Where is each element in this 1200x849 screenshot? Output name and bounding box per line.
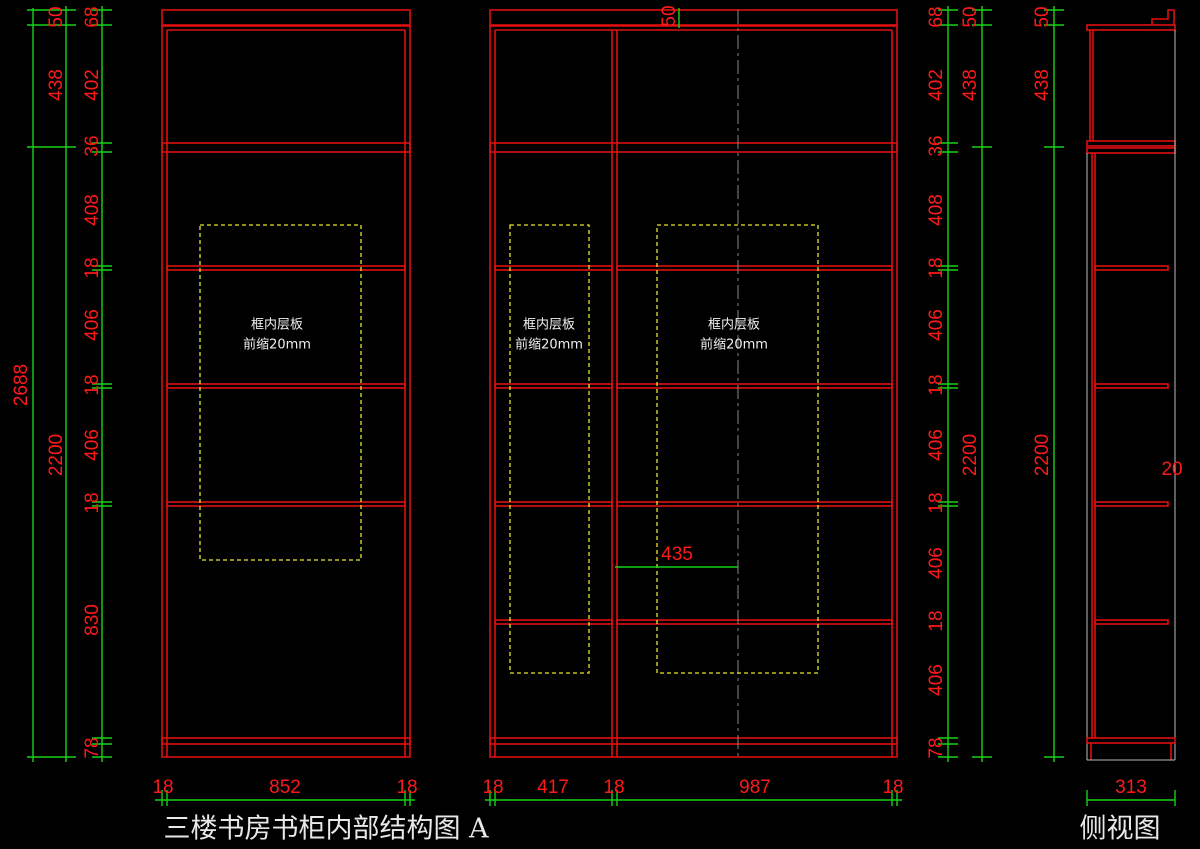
dimension-label: 438: [960, 69, 981, 101]
dimension-label: 18: [882, 777, 903, 798]
dimension-label: 50: [960, 6, 981, 27]
dimension-label: 406: [82, 309, 103, 341]
shelf-setback-outline: [656, 224, 819, 674]
dimension-label: 830: [82, 604, 103, 636]
dimension-label: 438: [1032, 69, 1053, 101]
dimension-label: 987: [739, 777, 771, 798]
note-text: 框内层板: [708, 317, 760, 333]
dimension-label: 2200: [960, 434, 981, 476]
dimension-labels: 2688 50 438 2200 68 402 36 408 18 406 18 406 18 830 78…: [11, 5, 1183, 844]
dimension-label: 18: [482, 777, 503, 798]
dimension-label: 18: [603, 777, 624, 798]
dimension-label: 78: [82, 737, 103, 758]
note-text: 框内层板: [523, 317, 575, 333]
dimension-lines: [27, 6, 1176, 806]
dimension-label: 402: [926, 69, 947, 101]
dimension-label: 402: [82, 69, 103, 101]
dimension-label: 50: [1032, 6, 1053, 27]
dimension-label: 2688: [11, 364, 32, 406]
dimension-label: 406: [926, 664, 947, 696]
shelf-setback-outline: [199, 224, 362, 561]
dimension-label: 20: [1161, 459, 1182, 480]
left-cabinet-elevation: [161, 9, 411, 758]
dimension-label: 18: [926, 492, 947, 513]
dimension-label: 18: [926, 257, 947, 278]
shelf-setback-outline: [509, 224, 590, 674]
dimension-label: 406: [926, 429, 947, 461]
main-cabinet-elevation: [489, 8, 898, 758]
dimension-label: 50: [659, 5, 680, 26]
dimension-label: 18: [152, 777, 173, 798]
dimension-label: 2200: [1032, 434, 1053, 476]
dimension-label: 36: [926, 135, 947, 156]
dimension-label: 408: [82, 194, 103, 226]
dimension-label: 852: [269, 777, 301, 798]
dimension-label: 78: [926, 737, 947, 758]
dimension-label: 18: [82, 257, 103, 278]
side-view: [1086, 9, 1176, 761]
dimension-label: 417: [537, 777, 569, 798]
dimension-label: 406: [926, 309, 947, 341]
dimension-label: 18: [926, 610, 947, 631]
dimension-label: 68: [82, 6, 103, 27]
dimension-label: 18: [82, 492, 103, 513]
dimension-label: 435: [661, 544, 693, 565]
dimension-label: 68: [926, 6, 947, 27]
side-view-title: 侧视图: [1080, 814, 1161, 845]
dimension-label: 18: [926, 374, 947, 395]
dimension-label: 2200: [46, 434, 67, 476]
dimension-label: 406: [926, 547, 947, 579]
dimension-label: 18: [396, 777, 417, 798]
drawing-title: 三楼书房书柜内部结构图 A: [163, 814, 489, 845]
note-text: 前缩20mm: [700, 337, 768, 353]
dimension-label: 18: [82, 374, 103, 395]
dimension-label: 438: [46, 69, 67, 101]
dimension-label: 313: [1115, 777, 1147, 798]
note-text: 前缩20mm: [515, 337, 583, 353]
note-text: 框内层板: [251, 317, 303, 333]
note-text: 前缩20mm: [243, 337, 311, 353]
dimension-label: 406: [82, 429, 103, 461]
dimension-label: 50: [46, 6, 67, 27]
dimension-label: 36: [82, 135, 103, 156]
dimension-label: 408: [926, 194, 947, 226]
